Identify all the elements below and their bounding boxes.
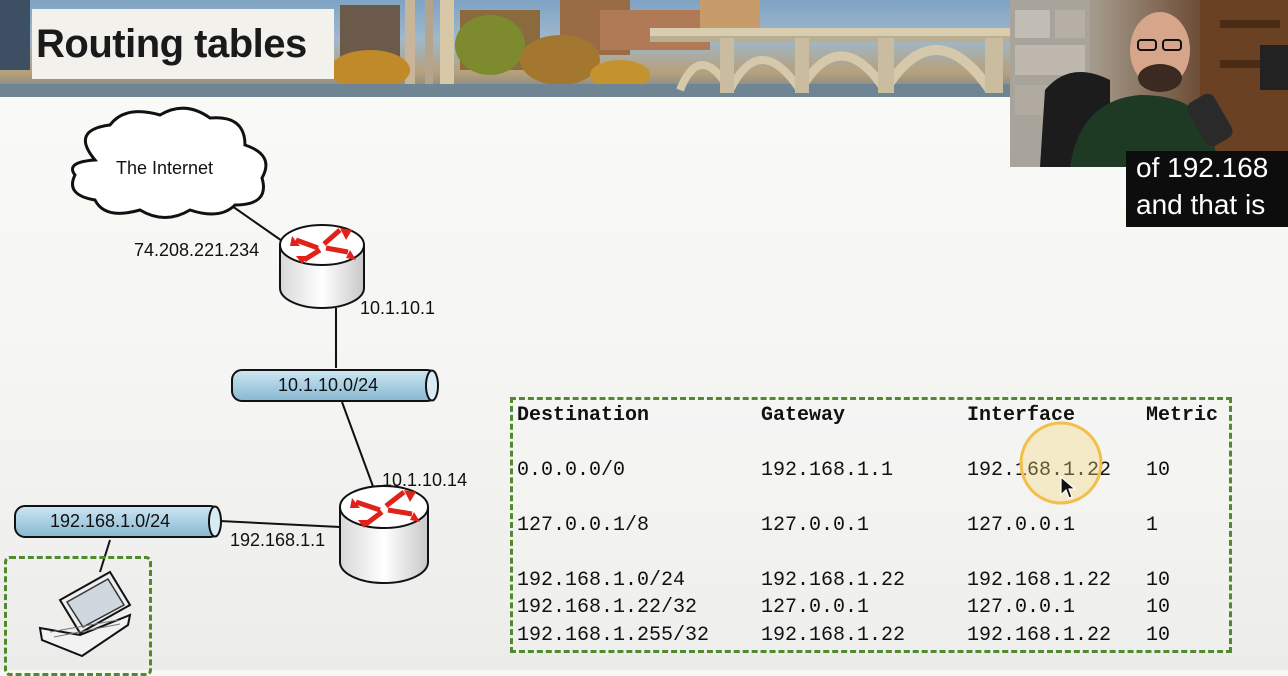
presenter-image — [1010, 0, 1288, 167]
laptop-highlight-box — [4, 556, 152, 676]
header-destination: Destination — [517, 404, 650, 427]
table-cell: 192.168.1.22 — [761, 624, 906, 647]
table-cell: 192.168.1.22 — [967, 569, 1112, 592]
segment2-label: 192.168.1.0/24 — [50, 511, 171, 531]
laptop-icon — [38, 570, 132, 658]
table-cell: 1 — [1146, 514, 1159, 537]
header-metric: Metric — [1146, 404, 1219, 427]
link-segment2-router2 — [219, 520, 341, 528]
title-box — [32, 9, 334, 79]
header-interface: Interface — [967, 404, 1076, 427]
routing-table: Destination Gateway Interface Metric 0.0… — [510, 397, 1232, 653]
router2-wan-ip: 10.1.10.14 — [382, 470, 468, 490]
table-cell: 192.168.1.22 — [967, 459, 1111, 482]
table-cell: 192.168.1.22 — [761, 569, 906, 592]
table-cell: 192.168.1.22/32 — [517, 596, 698, 619]
link-internet-router1 — [231, 205, 286, 244]
table-cell: 192.168.1.0/24 — [517, 569, 686, 592]
cloud-label: The Internet — [116, 158, 214, 178]
header-banner: Routing tables — [0, 0, 1010, 97]
router-icon — [279, 224, 365, 309]
caption-line-1: of 192.168 — [1136, 152, 1269, 183]
router-icon — [339, 485, 429, 584]
router1-lan-ip: 10.1.10.1 — [360, 298, 436, 318]
table-cell: 192.168.1.22 — [967, 624, 1112, 647]
table-cell: 127.0.0.1/8 — [517, 514, 650, 537]
router1-wan-ip: 74.208.221.234 — [134, 240, 260, 260]
table-cell: 127.0.0.1 — [761, 596, 870, 619]
caption-line-2: and that is — [1136, 189, 1266, 220]
table-cell: 10 — [1146, 624, 1171, 647]
network-segment-pipe — [14, 505, 222, 538]
table-cell: 10 — [1146, 596, 1171, 619]
table-cell: 0.0.0.0/0 — [517, 459, 626, 482]
cursor-highlight — [1019, 421, 1103, 505]
table-cell: 127.0.0.1 — [967, 514, 1076, 537]
mouse-pointer-icon — [1060, 475, 1077, 499]
table-cell: 10 — [1146, 459, 1171, 482]
table-cell: 127.0.0.1 — [967, 596, 1076, 619]
presenter-video — [1010, 0, 1288, 167]
header-gateway: Gateway — [761, 404, 846, 427]
table-cell: 127.0.0.1 — [761, 514, 870, 537]
slide-title: Routing tables — [36, 22, 307, 66]
link-segment1-router2 — [341, 401, 379, 501]
network-segment-pipe — [231, 369, 439, 402]
captions-panel: of 192.168 and that is — [1126, 151, 1288, 227]
table-cell: 192.168.1.1 — [761, 459, 894, 482]
bridge-skyline-image — [0, 0, 1010, 97]
router2-lan-ip: 192.168.1.1 — [230, 530, 326, 550]
table-cell: 10 — [1146, 569, 1171, 592]
network-diagram — [14, 106, 439, 658]
segment1-label: 10.1.10.0/24 — [278, 375, 379, 395]
cloud-icon — [71, 106, 268, 219]
table-cell: 192.168.1.255/32 — [517, 624, 710, 647]
